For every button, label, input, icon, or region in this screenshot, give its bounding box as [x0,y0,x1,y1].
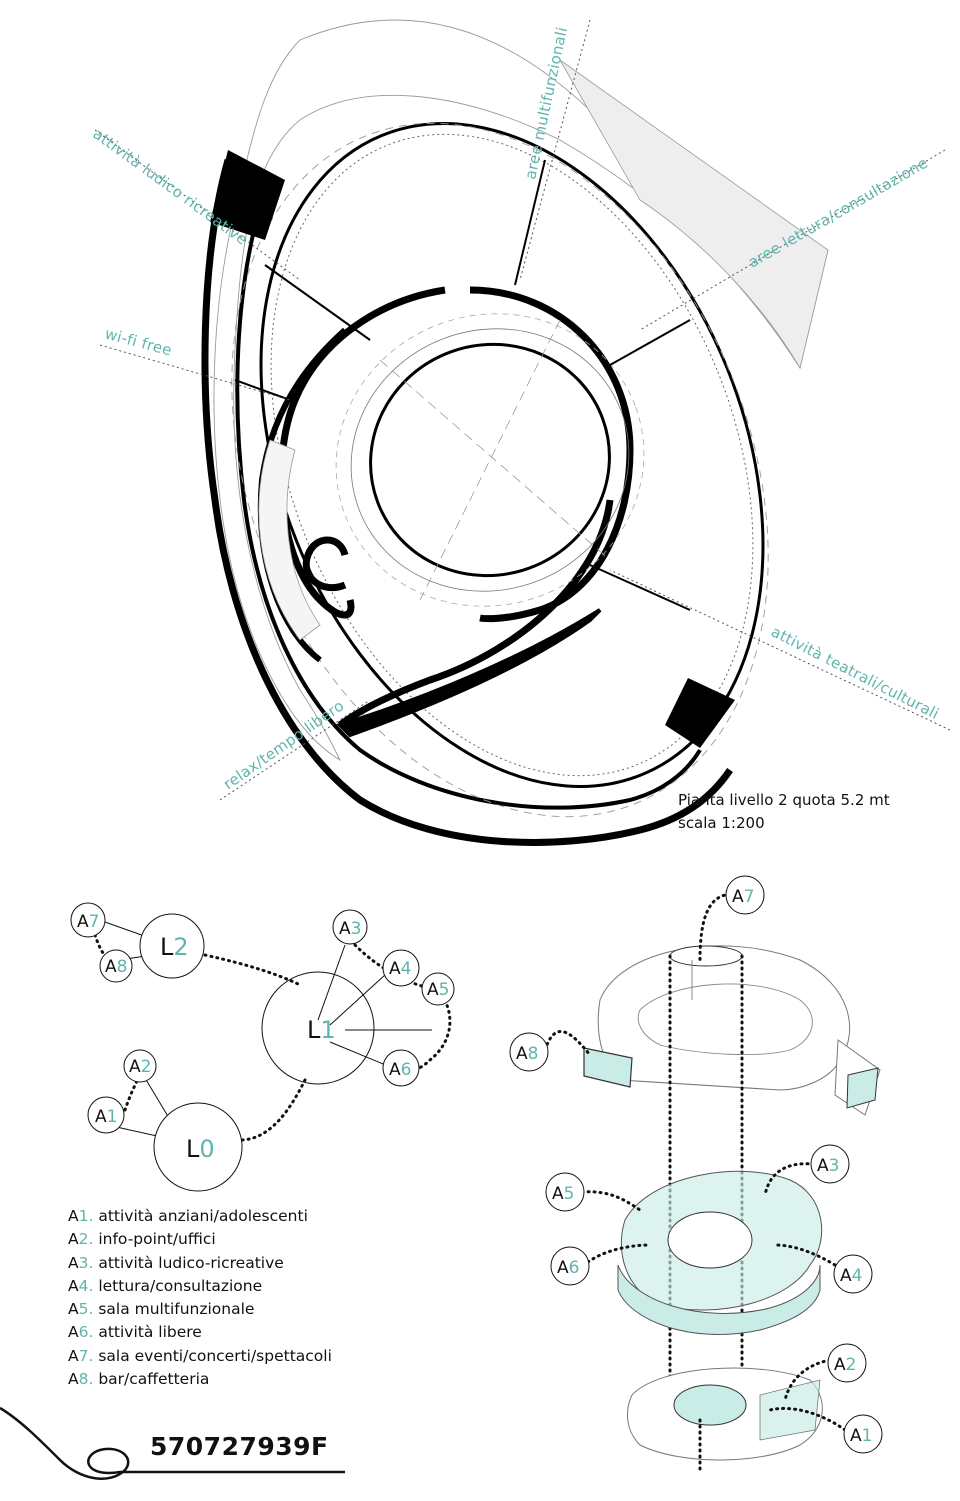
central-core-dashed [335,313,645,607]
legend-item: A3. attività ludico-ricreative [68,1253,284,1272]
outer-shell-wall [201,159,733,846]
activity-a7-small: A7 [70,902,106,938]
zone-leader-3 [639,149,946,331]
partition-4 [609,319,691,366]
activity-a2-small: A2 [123,1049,157,1083]
central-core [369,342,611,578]
level-circle-l1 [261,971,375,1085]
legend-item: A7. sala eventi/concerti/spettacoli [68,1346,332,1365]
main-ellipse [259,122,765,788]
svg-text:A4: A4 [389,959,411,979]
central-core-ring [350,328,630,592]
block-bottom-right [665,678,735,748]
level-circle-l2 [139,913,205,979]
svg-text:A3: A3 [339,919,361,939]
partition-3 [514,159,546,286]
legend-item: A4. lettura/consultazione [68,1276,263,1295]
legend-item: A5. sala multifunzionale [68,1300,255,1319]
roof-canopy [213,19,829,762]
outer-shell-inner [235,199,702,810]
level-label-l0: L0 [186,1135,215,1163]
level-circle-l0 [153,1102,243,1192]
link-l2-l1 [203,953,302,987]
svg-text:A6: A6 [389,1060,411,1080]
core-axis-1 [379,359,611,561]
svg-text:A8: A8 [105,957,127,977]
activity-a1-small: A1 [87,1096,125,1134]
svg-text:A7: A7 [77,912,99,932]
level-label-l1: L1 [307,1016,336,1044]
spiral-wall-3 [337,499,614,728]
partition-1 [264,264,371,341]
activity-a3-small: A3 [332,909,368,945]
thick-wedge-bottom [336,608,602,738]
zone-leader-6 [219,699,371,801]
core-axis-2 [419,319,561,601]
legend-item: A1. attività anziani/adolescenti [68,1207,308,1225]
stair [258,439,321,641]
activity-legend: A1. attività anziani/adolescenti A2. inf… [68,1205,332,1391]
activity-a6-small: A6 [382,1049,420,1087]
spiral-wall-2 [469,286,634,623]
zone-leader-1 [94,129,301,281]
partition-2 [234,379,291,401]
svg-text:A1: A1 [95,1107,117,1127]
legend-item: A6. attività libere [68,1323,202,1342]
line-l1-a6 [329,1041,389,1067]
activity-a5-small: A5 [421,972,455,1006]
partition-5 [589,564,691,611]
block-top-left [210,150,285,240]
svg-text:A5: A5 [427,980,449,1000]
signature-mark [0,1406,345,1480]
line-l1-a3 [317,944,346,1021]
legend-item: A8. bar/caffetteria [68,1370,210,1389]
legend-item: A2. info-point/uffici [68,1230,216,1249]
plan-caption-scale: scala 1:200 [678,814,765,832]
activity-a4-small: A4 [382,949,420,987]
spiral-hook [302,536,349,592]
svg-text:A2: A2 [129,1057,151,1077]
student-code: 570727939F [150,1432,329,1461]
main-ellipse-dashed [231,122,769,818]
level-label-l2: L2 [160,933,189,961]
plan-caption-title: Pianta livello 2 quota 5.2 mt [678,791,890,809]
link-l1-l0 [238,1078,307,1142]
canopy-shading [559,59,829,370]
line-l1-a4 [329,974,386,1026]
activity-a8-small: A8 [99,949,133,983]
main-ellipse-dotted [270,133,754,777]
